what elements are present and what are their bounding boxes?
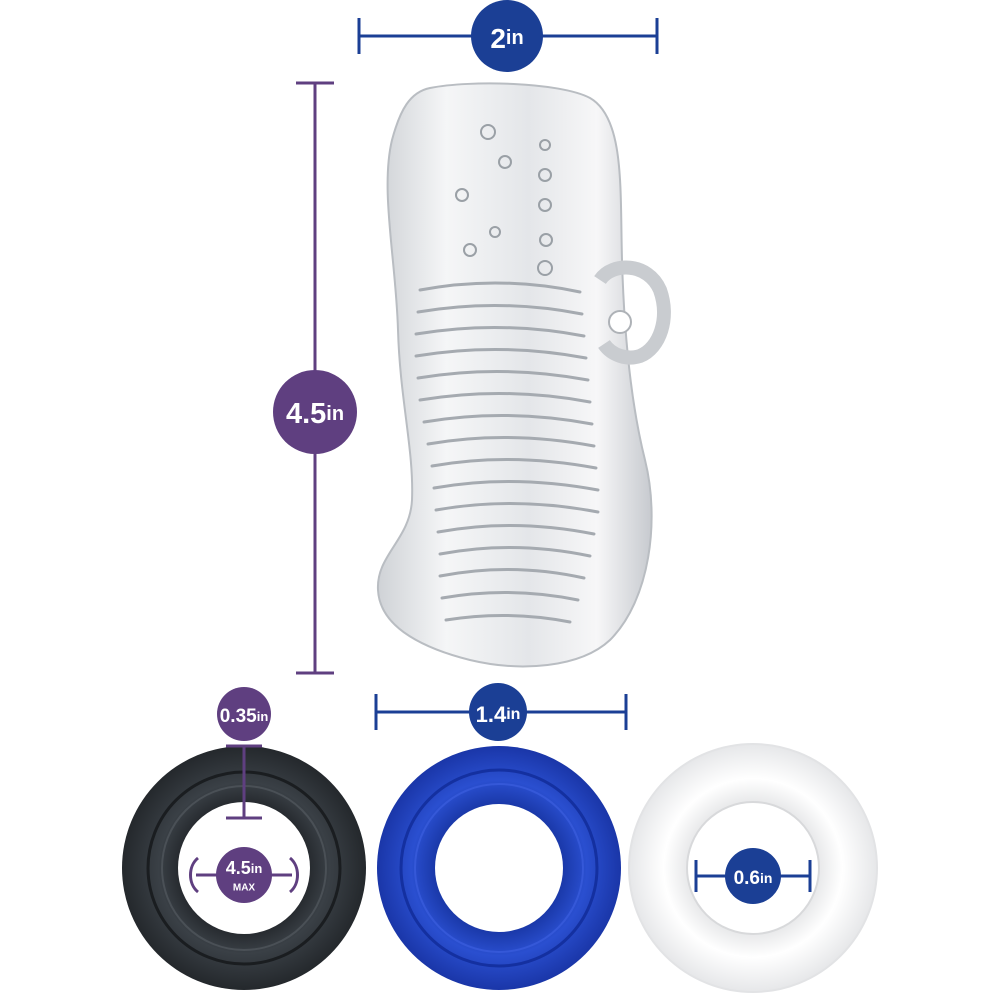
ring-inner-diameter-dimension: 0.6in	[694, 848, 812, 904]
ring-thickness-value: 0.35	[220, 706, 257, 727]
opening-width-dimension: 1.4in	[374, 683, 628, 741]
sleeve-width-dimension: 2in	[357, 0, 659, 72]
sleeve-length-badge	[273, 370, 357, 454]
sleeve-length-dimension: 4.5in	[273, 81, 357, 675]
sleeve-width-unit: in	[506, 27, 524, 49]
ring-stretch-dimension: 4.5in MAX	[189, 847, 299, 903]
ring-thickness-badge	[217, 687, 271, 741]
ring-stretch-badge	[216, 847, 272, 903]
svg-text:4.5in: 4.5in	[226, 858, 263, 878]
sleeve-width-value: 2	[490, 23, 506, 54]
sleeve-width-badge	[471, 0, 543, 72]
clear-sleeve-image	[376, 82, 671, 668]
svg-text:2in: 2in	[490, 23, 523, 54]
svg-text:0.6in: 0.6in	[734, 868, 773, 889]
opening-width-unit: in	[506, 706, 520, 723]
svg-text:0.35in: 0.35in	[220, 706, 269, 727]
ring-stretch-value: 4.5	[226, 858, 251, 878]
ring-thickness-unit: in	[257, 709, 269, 724]
opening-width-badge	[469, 683, 527, 741]
ring-stretch-note: MAX	[233, 883, 256, 894]
svg-text:4.5in: 4.5in	[286, 398, 344, 430]
svg-text:1.4in: 1.4in	[476, 702, 521, 727]
ring-stretch-unit: in	[251, 861, 263, 876]
ring-thickness-dimension: 0.35in	[217, 687, 271, 820]
sleeve-length-unit: in	[326, 403, 344, 425]
ring-inner-diameter-value: 0.6	[734, 868, 760, 889]
ring-inner-diameter-badge	[725, 848, 781, 904]
ring-inner-diameter-unit: in	[760, 870, 772, 886]
blue-ring-image	[377, 746, 621, 990]
sleeve-length-value: 4.5	[286, 398, 326, 430]
opening-width-value: 1.4	[476, 702, 507, 727]
